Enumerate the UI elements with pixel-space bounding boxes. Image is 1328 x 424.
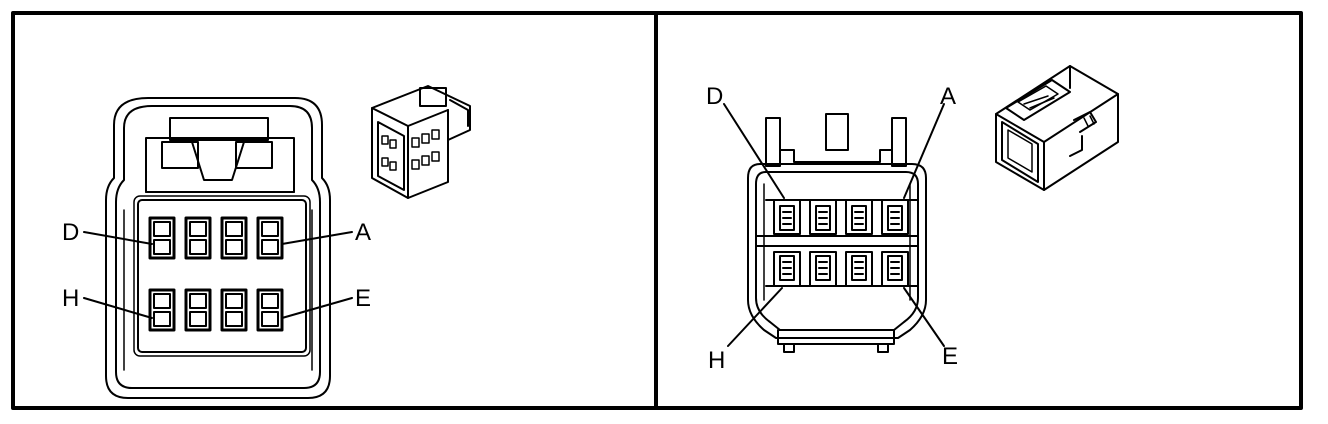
right-panel: D A H E — [706, 65, 1119, 374]
diagram-frame — [11, 11, 1303, 410]
right-pin-label-d: D — [706, 83, 723, 110]
right-leader-lines — [723, 103, 945, 347]
right-terminal-row-top — [765, 199, 919, 235]
left-pin-label-d: D — [62, 219, 79, 246]
right-pin-label-a: A — [940, 83, 956, 110]
left-pin-label-e: E — [355, 285, 371, 312]
right-connector-thumbnail — [995, 65, 1119, 191]
right-connector-face — [747, 113, 927, 353]
left-pin-label-a: A — [355, 219, 371, 246]
left-panel: D A H E — [62, 85, 471, 399]
right-pin-label-h: H — [708, 347, 725, 374]
left-cavity-row-top — [148, 216, 284, 260]
left-leader-lines — [83, 231, 353, 319]
right-pin-label-e: E — [942, 343, 958, 370]
left-cavity-row-bottom — [148, 288, 284, 332]
right-terminal-row-bottom — [765, 251, 919, 287]
left-connector-face — [105, 97, 331, 399]
left-pin-label-h: H — [62, 285, 79, 312]
left-connector-thumbnail — [371, 85, 471, 199]
